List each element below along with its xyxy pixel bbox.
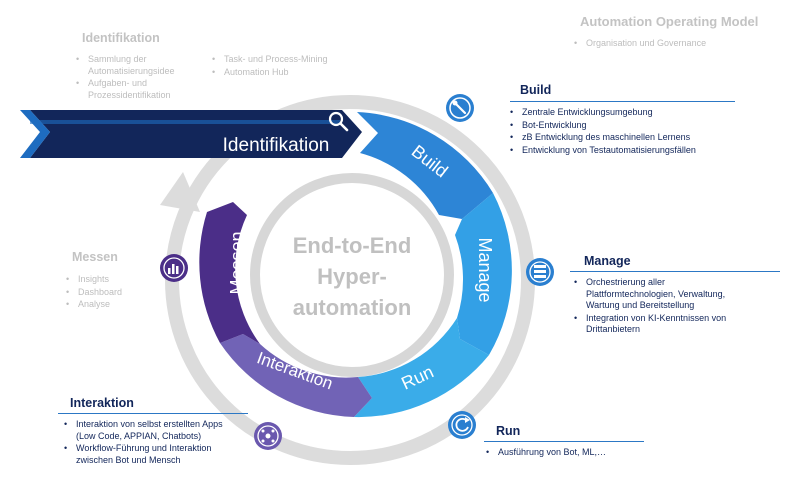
- build-title: Build: [520, 83, 552, 97]
- run-title: Run: [496, 424, 521, 438]
- aom-title: Automation Operating Model: [580, 14, 759, 29]
- identifikation-list-1: Sammlung der Automatisierungsidee Aufgab…: [74, 54, 194, 102]
- list-item: Zentrale Entwicklungsumgebung: [508, 107, 768, 119]
- identifikation-title: Identifikation: [82, 31, 160, 45]
- build-list: Zentrale Entwicklungsumgebung Bot-Entwic…: [508, 107, 768, 157]
- center-line-1: End-to-End: [293, 233, 412, 258]
- manage-title: Manage: [584, 254, 631, 268]
- list-item: Automation Hub: [210, 67, 360, 79]
- segment-run[interactable]: [354, 318, 489, 418]
- chart-icon: [160, 254, 188, 282]
- inner-ring: [250, 173, 454, 377]
- run-rule: [484, 441, 644, 442]
- aom-list: Organisation und Governance: [572, 38, 706, 51]
- run-list: Ausführung von Bot, ML,…: [484, 447, 684, 460]
- list-item: Aufgaben- und Prozessidentifikation: [74, 78, 194, 101]
- list-item: Insights: [64, 274, 154, 286]
- center-line-2: Hyper-: [317, 264, 387, 289]
- list-item: Bot-Entwicklung: [508, 120, 768, 132]
- identifikation-banner-accent: [20, 110, 50, 158]
- search-icon: [328, 111, 349, 132]
- segment-interaktion[interactable]: [220, 334, 372, 417]
- list-item: Analyse: [64, 299, 154, 311]
- network-icon: [254, 422, 282, 450]
- interaktion-title: Interaktion: [70, 396, 134, 410]
- list-item: Interaktion von selbst erstellten Apps (…: [62, 419, 242, 442]
- segment-build[interactable]: [357, 112, 493, 219]
- aom-item: Organisation und Governance: [572, 38, 706, 50]
- list-item: Task- und Process-Mining: [210, 54, 360, 66]
- list-item: Entwicklung von Testautomatisierungsfäll…: [508, 145, 768, 157]
- outer-ring-arrowhead: [160, 172, 200, 212]
- messen-list: Insights Dashboard Analyse: [64, 274, 154, 312]
- list-item: Sammlung der Automatisierungsidee: [74, 54, 194, 77]
- list-item: Workflow-Führung und Interaktion zwische…: [62, 443, 242, 466]
- segment-manage[interactable]: [455, 193, 512, 355]
- interaktion-list: Interaktion von selbst erstellten Apps (…: [62, 419, 242, 467]
- refresh-icon: [448, 411, 476, 439]
- messen-title: Messen: [72, 250, 118, 264]
- list-item: Dashboard: [64, 287, 154, 299]
- center-line-3: automation: [293, 295, 412, 320]
- list-item: Orchestrierung aller Plattformtechnologi…: [572, 277, 737, 312]
- list-item: Ausführung von Bot, ML,…: [484, 447, 684, 459]
- segment-label-manage: Manage: [475, 237, 495, 302]
- banner-stripe: [30, 120, 340, 124]
- manage-list: Orchestrierung aller Plattformtechnologi…: [572, 277, 737, 337]
- list-item: Integration von KI-Kenntnissen von Dritt…: [572, 313, 737, 336]
- manage-rule: [570, 271, 780, 272]
- interaktion-rule: [58, 413, 248, 414]
- wrench-icon: [446, 94, 474, 122]
- segment-label-messen: Messen: [227, 231, 247, 294]
- build-rule: [510, 101, 735, 102]
- identifikation-list-2: Task- und Process-Mining Automation Hub: [210, 54, 360, 79]
- server-stack-icon: [526, 258, 554, 286]
- segment-messen[interactable]: [199, 202, 260, 344]
- banner-label: Identifikation: [223, 135, 330, 156]
- list-item: zB Entwicklung des maschinellen Lernens: [508, 132, 768, 144]
